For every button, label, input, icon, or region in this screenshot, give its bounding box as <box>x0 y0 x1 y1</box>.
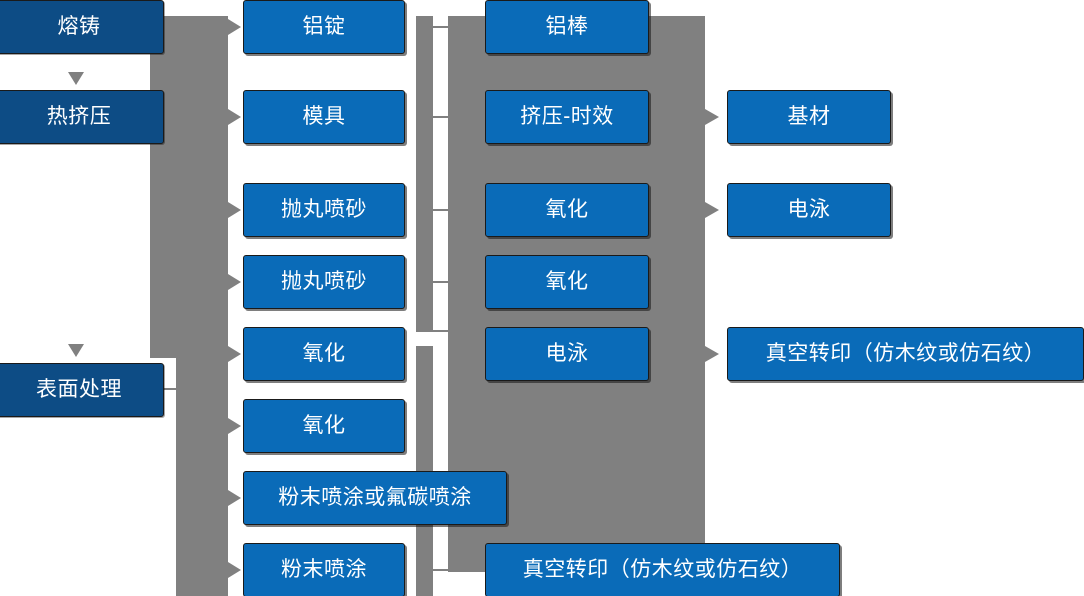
input-box-label: 氧化 <box>302 342 346 366</box>
arrow-to-out-3 <box>705 346 719 362</box>
input-box-label: 粉末喷涂或氟碳喷涂 <box>278 486 472 510</box>
stage-box-hot-extrusion[interactable]: 热挤压 <box>0 90 164 144</box>
input-box-shot-blasting-1[interactable]: 抛丸喷砂 <box>243 183 405 237</box>
arrow-to-in-1 <box>228 19 241 35</box>
stage-3-leader <box>164 388 178 390</box>
operation-box-label: 真空转印（仿木纹或仿石纹） <box>522 558 803 582</box>
operation-box-label: 挤压-时效 <box>520 105 614 129</box>
input-box-label: 粉末喷涂 <box>281 558 367 582</box>
operation-box-oxidation-1[interactable]: 氧化 <box>485 183 649 237</box>
operations-block-arrows <box>705 109 719 362</box>
input-box-powder-coating[interactable]: 粉末喷涂 <box>243 543 405 596</box>
operation-box-vacuum-transfer-printing[interactable]: 真空转印（仿木纹或仿石纹） <box>485 543 840 596</box>
operations-arrow-stems <box>705 116 713 355</box>
input-box-label: 抛丸喷砂 <box>281 198 367 222</box>
stage-1-to-stage-2-arrow <box>68 72 84 85</box>
arrow-to-in-5 <box>228 346 241 362</box>
stage-box-label: 热挤压 <box>46 105 112 129</box>
operation-box-label: 氧化 <box>545 198 589 222</box>
middle-narrow-bar-upper <box>416 16 433 332</box>
stage-box-melting-casting[interactable]: 熔铸 <box>0 0 164 54</box>
arrow-to-out-2 <box>705 202 719 218</box>
input-box-mold[interactable]: 模具 <box>243 90 405 144</box>
output-box-substrate[interactable]: 基材 <box>727 90 891 144</box>
stage-box-label: 表面处理 <box>36 378 122 402</box>
input-box-oxidation-2[interactable]: 氧化 <box>243 399 405 453</box>
operation-box-label: 氧化 <box>545 270 589 294</box>
operation-box-label: 铝棒 <box>545 15 589 39</box>
operation-box-electrophoresis[interactable]: 电泳 <box>485 327 649 381</box>
input-box-powder-or-fluorocarbon-coating[interactable]: 粉末喷涂或氟碳喷涂 <box>243 471 507 525</box>
input-box-label: 氧化 <box>302 414 346 438</box>
output-box-vacuum-transfer-printing[interactable]: 真空转印（仿木纹或仿石纹） <box>727 327 1084 381</box>
arrow-to-in-7 <box>228 490 241 506</box>
operation-box-aluminum-bar[interactable]: 铝棒 <box>485 0 649 54</box>
input-box-aluminum-ingot[interactable]: 铝锭 <box>243 0 405 54</box>
output-box-label: 电泳 <box>787 198 831 222</box>
input-box-label: 抛丸喷砂 <box>281 270 367 294</box>
input-box-label: 铝锭 <box>302 15 346 39</box>
arrow-to-in-6 <box>228 418 241 434</box>
stage-box-label: 熔铸 <box>57 15 101 39</box>
arrow-to-in-3 <box>228 202 241 218</box>
input-box-shot-blasting-2[interactable]: 抛丸喷砂 <box>243 255 405 309</box>
operation-box-extrusion-aging[interactable]: 挤压-时效 <box>485 90 649 144</box>
arrow-to-in-8 <box>228 562 241 578</box>
output-box-label: 真空转印（仿木纹或仿石纹） <box>765 342 1046 366</box>
operation-box-label: 电泳 <box>545 342 589 366</box>
arrow-to-out-1 <box>705 109 719 125</box>
arrow-to-in-2 <box>228 109 241 125</box>
output-box-electrophoresis[interactable]: 电泳 <box>727 183 891 237</box>
stage-box-surface-treatment[interactable]: 表面处理 <box>0 363 164 417</box>
operation-box-oxidation-2[interactable]: 氧化 <box>485 255 649 309</box>
stage-2-to-stage-3-arrow <box>68 344 84 357</box>
arrow-to-in-4 <box>228 274 241 290</box>
input-box-oxidation-1[interactable]: 氧化 <box>243 327 405 381</box>
input-box-label: 模具 <box>302 105 346 129</box>
left-connector-arrows <box>228 19 241 578</box>
output-box-label: 基材 <box>787 105 831 129</box>
